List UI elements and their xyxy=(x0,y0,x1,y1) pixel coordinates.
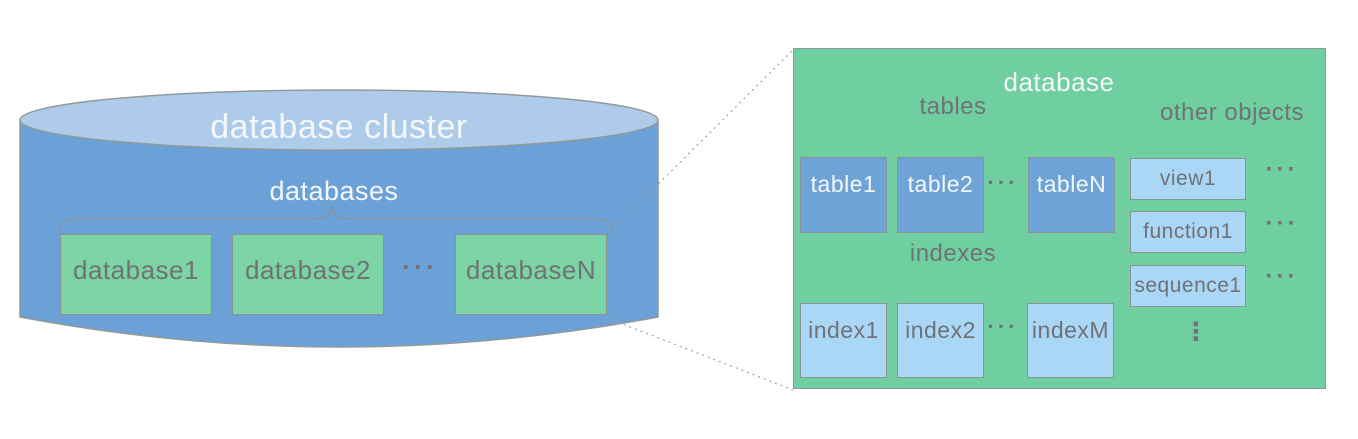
view1-label: view1 xyxy=(1159,167,1217,190)
databases-group-label: databases xyxy=(269,176,399,206)
database1-box: database1 xyxy=(60,234,212,315)
table1-box: table1 xyxy=(800,157,887,233)
index1-box: index1 xyxy=(800,303,887,378)
index2-label: index2 xyxy=(905,317,976,343)
zoom-connector-bottom-line xyxy=(606,317,794,391)
sequence1-box: sequence1 xyxy=(1130,265,1246,307)
table1-label: table1 xyxy=(810,171,877,197)
tableN-label: tableN xyxy=(1036,171,1107,197)
other-objects-group-label: other objects xyxy=(1160,99,1304,126)
table2-label: table2 xyxy=(907,171,974,197)
databases-ellipsis: ··· xyxy=(402,252,438,282)
function1-label: function1 xyxy=(1143,220,1233,243)
databaseN-box: databaseN xyxy=(455,234,607,315)
database2-label: database2 xyxy=(245,255,371,285)
table2-box: table2 xyxy=(897,157,984,233)
cluster-title: database cluster xyxy=(210,108,468,146)
sequences-ellipsis: ··· xyxy=(1265,263,1299,290)
databaseN-label: databaseN xyxy=(465,255,597,285)
indexM-label: indexM xyxy=(1031,317,1110,343)
cylinder-top-ellipse xyxy=(19,89,659,151)
indexes-group-label: indexes xyxy=(909,240,997,267)
index1-label: index1 xyxy=(808,317,879,343)
index2-box: index2 xyxy=(897,303,984,378)
database1-label: database1 xyxy=(73,255,199,285)
functions-ellipsis: ··· xyxy=(1265,210,1299,237)
database2-box: database2 xyxy=(232,234,384,315)
other-objects-vertical-ellipsis: ⋮ xyxy=(1183,318,1209,346)
databases-brace xyxy=(58,205,614,235)
tables-group-label: tables xyxy=(919,93,987,120)
tableN-box: tableN xyxy=(1028,157,1115,233)
indexM-box: indexM xyxy=(1027,303,1114,378)
indexes-ellipsis: ··· xyxy=(987,314,1019,339)
view1-box: view1 xyxy=(1130,158,1246,200)
tables-ellipsis: ··· xyxy=(987,170,1019,195)
database-panel-title: database xyxy=(1003,67,1115,97)
views-ellipsis: ··· xyxy=(1265,156,1299,183)
sequence1-label: sequence1 xyxy=(1134,274,1242,297)
function1-box: function1 xyxy=(1130,211,1246,253)
